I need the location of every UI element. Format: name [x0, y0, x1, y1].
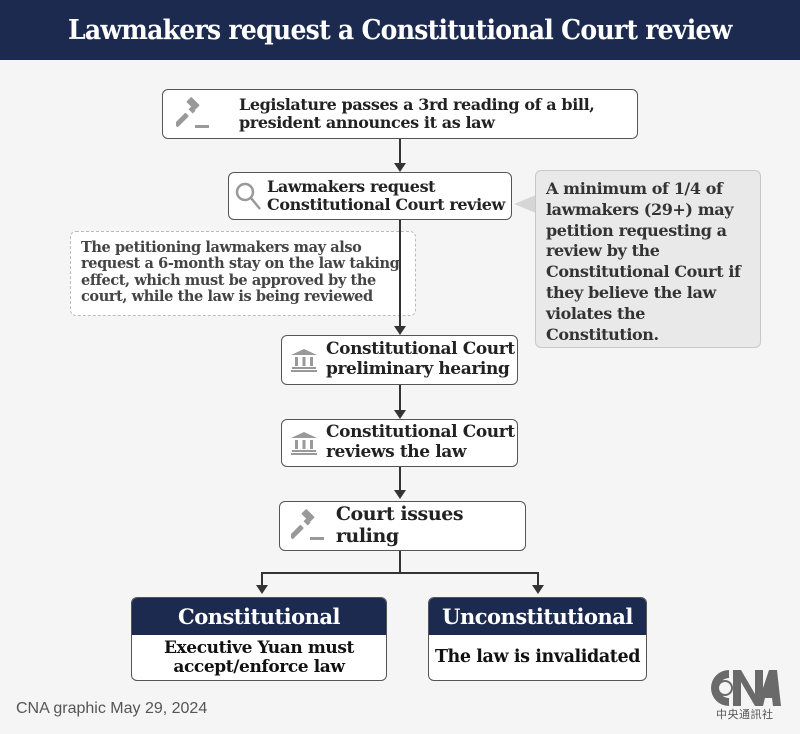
note-line: court, while the law is being reviewed	[81, 288, 373, 306]
title-banner: Lawmakers request a Constitutional Court…	[0, 0, 800, 60]
callout-line: violates the Constitution.	[546, 303, 659, 344]
step4-line1: Constitutional Court	[326, 422, 515, 443]
courthouse-icon	[282, 421, 326, 465]
arrow-down-icon	[394, 490, 406, 499]
outcome-constitutional-title: Constitutional	[132, 598, 386, 635]
step2-line2: Constitutional Court review	[267, 195, 505, 214]
step2-line1: Lawmakers request	[267, 176, 436, 196]
connector	[399, 551, 401, 573]
cna-logo-chinese: 中央通訊社	[716, 708, 774, 721]
note-line: The petitioning lawmakers may also	[81, 239, 362, 256]
step-legislature-passes: Legislature passes a 3rd reading of a bi…	[162, 89, 638, 139]
courthouse-icon	[282, 337, 326, 383]
connector	[399, 385, 401, 412]
outcome-constitutional-line1: Executive Yuan must	[163, 637, 355, 658]
outcome-constitutional-line2: accept/enforce law	[173, 656, 345, 677]
connector	[399, 220, 401, 328]
step1-line1: Legislature passes a 3rd reading of a bi…	[239, 94, 595, 114]
callout-line: Constitutional Court if	[546, 262, 741, 282]
arrow-down-icon	[394, 326, 406, 335]
step3-line1: Constitutional Court	[326, 339, 515, 360]
magnifier-icon	[229, 174, 267, 218]
step5-text: Court issues ruling	[335, 503, 464, 547]
arrow-down-icon	[532, 585, 544, 594]
step4-line2: reviews the law	[326, 442, 467, 462]
step-court-reviews: Constitutional Court reviews the law	[281, 419, 518, 467]
step3-line2: preliminary hearing	[326, 359, 510, 379]
page-title: Lawmakers request a Constitutional Court…	[68, 14, 732, 46]
arrow-down-icon	[394, 163, 406, 172]
footer-credit: CNA graphic May 29, 2024	[16, 700, 208, 717]
outcome-unconstitutional-line1: The law is invalidated	[434, 646, 641, 667]
callout-pointer	[514, 195, 536, 213]
note-line: effect, which must be approved by the	[81, 271, 376, 289]
arrow-down-icon	[394, 410, 406, 419]
arrow-down-icon	[256, 585, 268, 594]
callout-line: petition requesting a	[546, 220, 727, 240]
note-line: request a 6-month stay on the law taking	[81, 255, 400, 273]
step-court-ruling: Court issues ruling	[279, 501, 526, 551]
step-lawmakers-request: Lawmakers request Constitutional Court r…	[228, 172, 512, 220]
stay-note: The petitioning lawmakers may also reque…	[70, 231, 416, 316]
callout-line: review by the	[546, 241, 660, 261]
connector	[261, 572, 263, 586]
connector	[399, 139, 401, 165]
callout-line: lawmakers (29+) may	[546, 199, 734, 219]
step-preliminary-hearing: Constitutional Court preliminary hearing	[281, 335, 518, 385]
step1-line2: president announces it as law	[239, 113, 495, 132]
connector	[399, 467, 401, 492]
outcome-unconstitutional: Unconstitutional The law is invalidated	[428, 597, 647, 681]
cna-logo	[705, 668, 781, 720]
gavel-icon	[163, 91, 223, 137]
callout-threshold: A minimum of 1/4 of lawmakers (29+) may …	[535, 170, 761, 348]
outcome-unconstitutional-title: Unconstitutional	[429, 598, 646, 635]
branch-connector	[261, 572, 539, 574]
callout-line: they believe the law	[546, 282, 716, 302]
callout-line: A minimum of 1/4 of	[546, 179, 723, 198]
connector	[537, 572, 539, 586]
outcome-constitutional: Constitutional Executive Yuan must accep…	[131, 597, 387, 681]
gavel-icon	[280, 503, 336, 549]
